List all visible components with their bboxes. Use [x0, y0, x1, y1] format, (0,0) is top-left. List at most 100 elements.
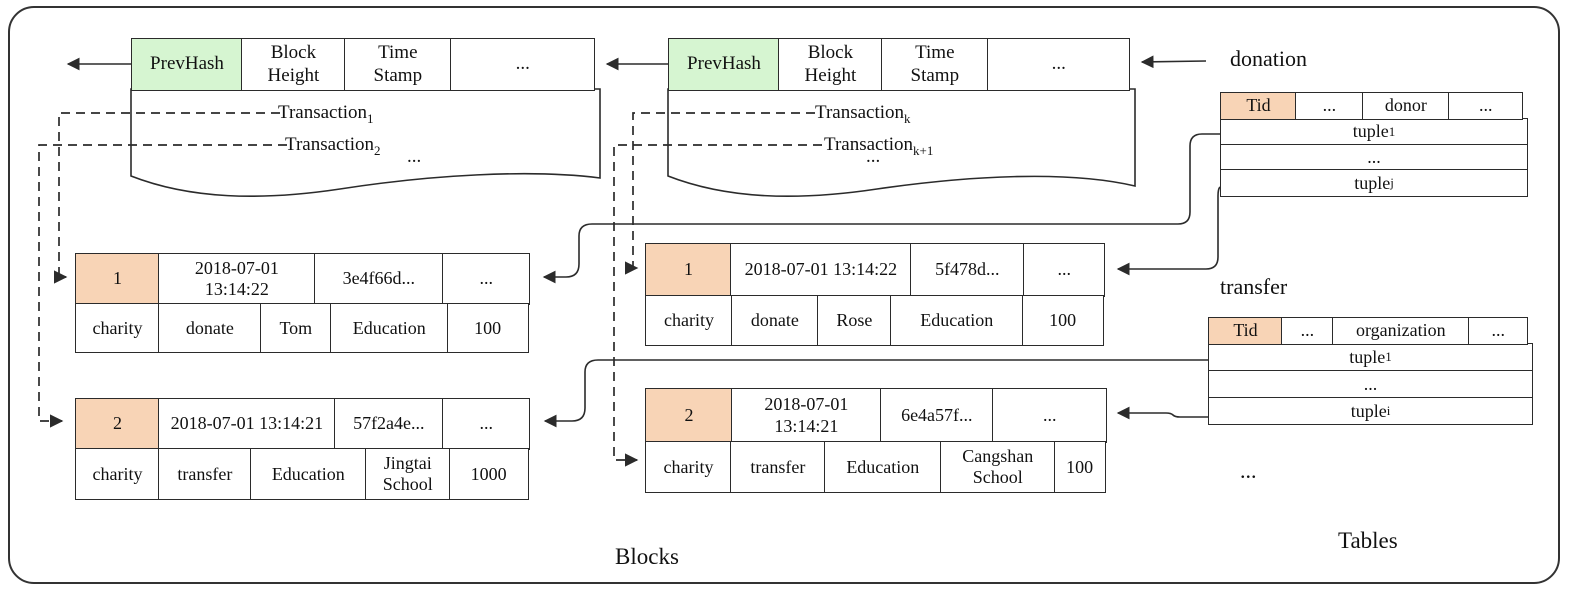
block2-prevhash-cell: PrevHash — [668, 38, 780, 91]
transaction-sub: k — [904, 110, 911, 126]
tx1-timestamp-cell: 2018-07-01 13:14:22 — [158, 253, 316, 305]
transaction-table-3: 1 2018-07-01 13:14:22 5f478d... ... char… — [645, 243, 1106, 347]
donation-label-arrow — [1140, 55, 1207, 69]
block2-ellipsis: ... — [866, 146, 881, 167]
donation-tid-header: Tid — [1220, 92, 1297, 120]
tx4-field-cell: 100 — [1053, 441, 1106, 494]
tx2-field-cell: transfer — [158, 448, 252, 501]
tables-section-label: Tables — [1338, 528, 1398, 553]
tx4-more-cell: ... — [992, 388, 1108, 443]
tuple-base: ... — [1367, 146, 1381, 167]
block2-transaction-k1-label: Transactionk+1 — [824, 134, 934, 158]
transaction-base: Transaction — [815, 102, 905, 123]
tx3-field-cell: donate — [731, 295, 819, 347]
block1-timestamp-cell: Time Stamp — [343, 38, 452, 91]
tx4-timestamp-cell: 2018-07-01 13:14:21 — [731, 388, 882, 443]
block1-ellipsis: ... — [407, 146, 422, 167]
transfer-organization-header: organization — [1331, 317, 1470, 345]
transfer-more2-header: ... — [1468, 317, 1529, 345]
transaction-table-4: 2 2018-07-01 13:14:21 6e4a57f... ... cha… — [645, 388, 1108, 494]
tuple-base: tuple — [1349, 346, 1386, 367]
tx1-more-cell: ... — [442, 253, 531, 305]
tx4-hash-cell: 6e4a57f... — [879, 388, 994, 443]
transfer-more-header: ... — [1281, 317, 1334, 345]
tx1-hash-cell: 3e4f66d... — [313, 253, 444, 305]
tx3-field-cell: 100 — [1021, 295, 1104, 347]
tx1-field-cell: donate — [158, 303, 262, 354]
tuple-base: ... — [1363, 373, 1378, 394]
block1-transaction1-label: Transaction1 — [278, 102, 374, 126]
tx2-field-cell: charity — [75, 448, 160, 501]
outer-frame — [8, 6, 1560, 584]
transaction-base: Transaction — [285, 134, 375, 155]
block1-prevhash-cell: PrevHash — [131, 38, 243, 91]
tx4-field-cell: transfer — [730, 441, 826, 494]
tx4-field-cell: Education — [823, 441, 942, 494]
tx3-id-cell: 1 — [645, 243, 732, 297]
tx1-field-cell: Education — [330, 303, 449, 354]
transaction-sub: 2 — [374, 142, 381, 158]
block2-body — [667, 88, 1136, 198]
tx3-hash-cell: 5f478d... — [909, 243, 1025, 297]
transfer-tid-header: Tid — [1208, 317, 1283, 345]
dashed-arrow-transaction-k1 — [613, 144, 822, 467]
block1-transaction2-label: Transaction2 — [285, 134, 381, 158]
tx3-more-cell: ... — [1023, 243, 1106, 297]
block2-timestamp-cell: Time Stamp — [880, 38, 989, 91]
transaction-table-1: 1 2018-07-01 13:14:22 3e4f66d... ... cha… — [75, 253, 531, 354]
tx1-field-cell: Tom — [259, 303, 332, 354]
tables-ellipsis: ... — [1240, 458, 1257, 483]
donation-more2-header: ... — [1448, 92, 1524, 120]
tuple-base: tuple — [1352, 121, 1389, 142]
tx2-id-cell: 2 — [75, 398, 160, 450]
transaction-base: Transaction — [278, 102, 368, 123]
tuple-base: tuple — [1350, 400, 1387, 421]
connector-donation-tuple1-to-tx1 — [542, 133, 1220, 284]
block1-more-cell: ... — [450, 38, 596, 91]
donation-donor-header: donor — [1361, 92, 1450, 120]
block1-header: PrevHash Block Height Time Stamp ... — [131, 38, 596, 91]
tx2-more-cell: ... — [442, 398, 531, 450]
transaction-sub: 1 — [367, 110, 374, 126]
blocks-section-label: Blocks — [615, 544, 679, 569]
block2-header: PrevHash Block Height Time Stamp ... — [668, 38, 1131, 91]
donation-table-title: donation — [1230, 46, 1307, 71]
tuple-base: tuple — [1354, 172, 1391, 193]
transaction-table-2: 2 2018-07-01 13:14:21 57f2a4e... ... cha… — [75, 398, 531, 501]
transfer-table-title: transfer — [1220, 274, 1288, 299]
dashed-arrow-transaction2 — [38, 144, 287, 428]
tx4-field-cell: Cangshan School — [940, 441, 1056, 494]
block1-blockheight-cell: Block Height — [241, 38, 346, 91]
block1-body — [130, 88, 601, 198]
tx4-id-cell: 2 — [645, 388, 733, 443]
transaction-sub: k+1 — [913, 142, 934, 158]
block2-transaction-k-label: Transactionk — [815, 102, 911, 126]
transaction-base: Transaction — [824, 134, 914, 155]
tx1-field-cell: charity — [75, 303, 160, 354]
tx2-field-cell: 1000 — [448, 448, 529, 501]
dashed-arrow-transaction1 — [53, 112, 280, 284]
tx2-field-cell: Education — [249, 448, 367, 501]
donation-more-header: ... — [1295, 92, 1364, 120]
tx1-field-cell: 100 — [446, 303, 529, 354]
connector-transfer-tuple1-to-tx2 — [543, 359, 1208, 428]
tx2-field-cell: Jingtai School — [365, 448, 451, 501]
transfer-ellipsis-row: ... — [1208, 369, 1533, 399]
tx2-hash-cell: 57f2a4e... — [333, 398, 444, 450]
tx4-field-cell: charity — [645, 441, 732, 494]
donation-ellipsis-row: ... — [1220, 143, 1528, 171]
tx3-field-cell: Rose — [816, 295, 892, 347]
block2-blockheight-cell: Block Height — [778, 38, 883, 91]
tx2-timestamp-cell: 2018-07-01 13:14:21 — [158, 398, 336, 450]
dashed-arrow-transaction-k — [624, 112, 815, 275]
tx3-field-cell: charity — [645, 295, 733, 347]
tx3-field-cell: Education — [890, 295, 1024, 347]
